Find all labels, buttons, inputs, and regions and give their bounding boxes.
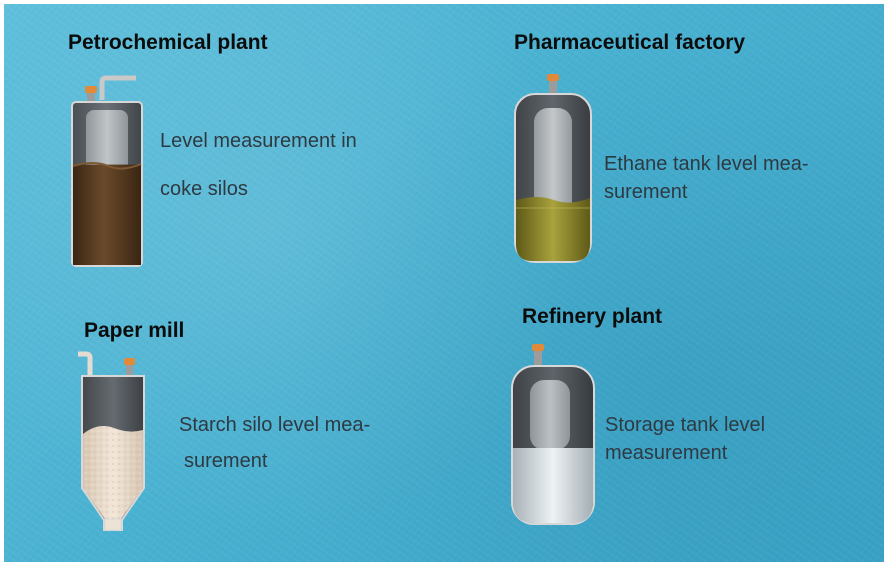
background-panel: Petrochemical plant Level measurement in… (4, 4, 884, 562)
storage-tank-icon (511, 344, 595, 525)
pharmaceutical-heading: Pharmaceutical factory (514, 31, 746, 54)
paper-mill-line-2: surement (184, 450, 268, 472)
paper-mill-heading: Paper mill (84, 319, 185, 342)
ethane-tank-icon (514, 74, 592, 263)
petrochemical-line-2: coke silos (160, 178, 248, 200)
pharmaceutical-line-2: surement (604, 181, 688, 203)
paper-mill-line-1: Starch silo level mea- (179, 414, 371, 436)
refinery-line-1: Storage tank level (605, 414, 766, 436)
petrochemical-line-1: Level measurement in (160, 130, 357, 152)
petrochemical-heading: Petrochemical plant (68, 31, 268, 54)
coke-silo-icon (71, 75, 143, 267)
refinery-heading: Refinery plant (522, 305, 663, 328)
refinery-line-2: measurement (605, 442, 728, 464)
starch-silo-icon (78, 351, 145, 531)
pharmaceutical-line-1: Ethane tank level mea- (604, 153, 809, 175)
